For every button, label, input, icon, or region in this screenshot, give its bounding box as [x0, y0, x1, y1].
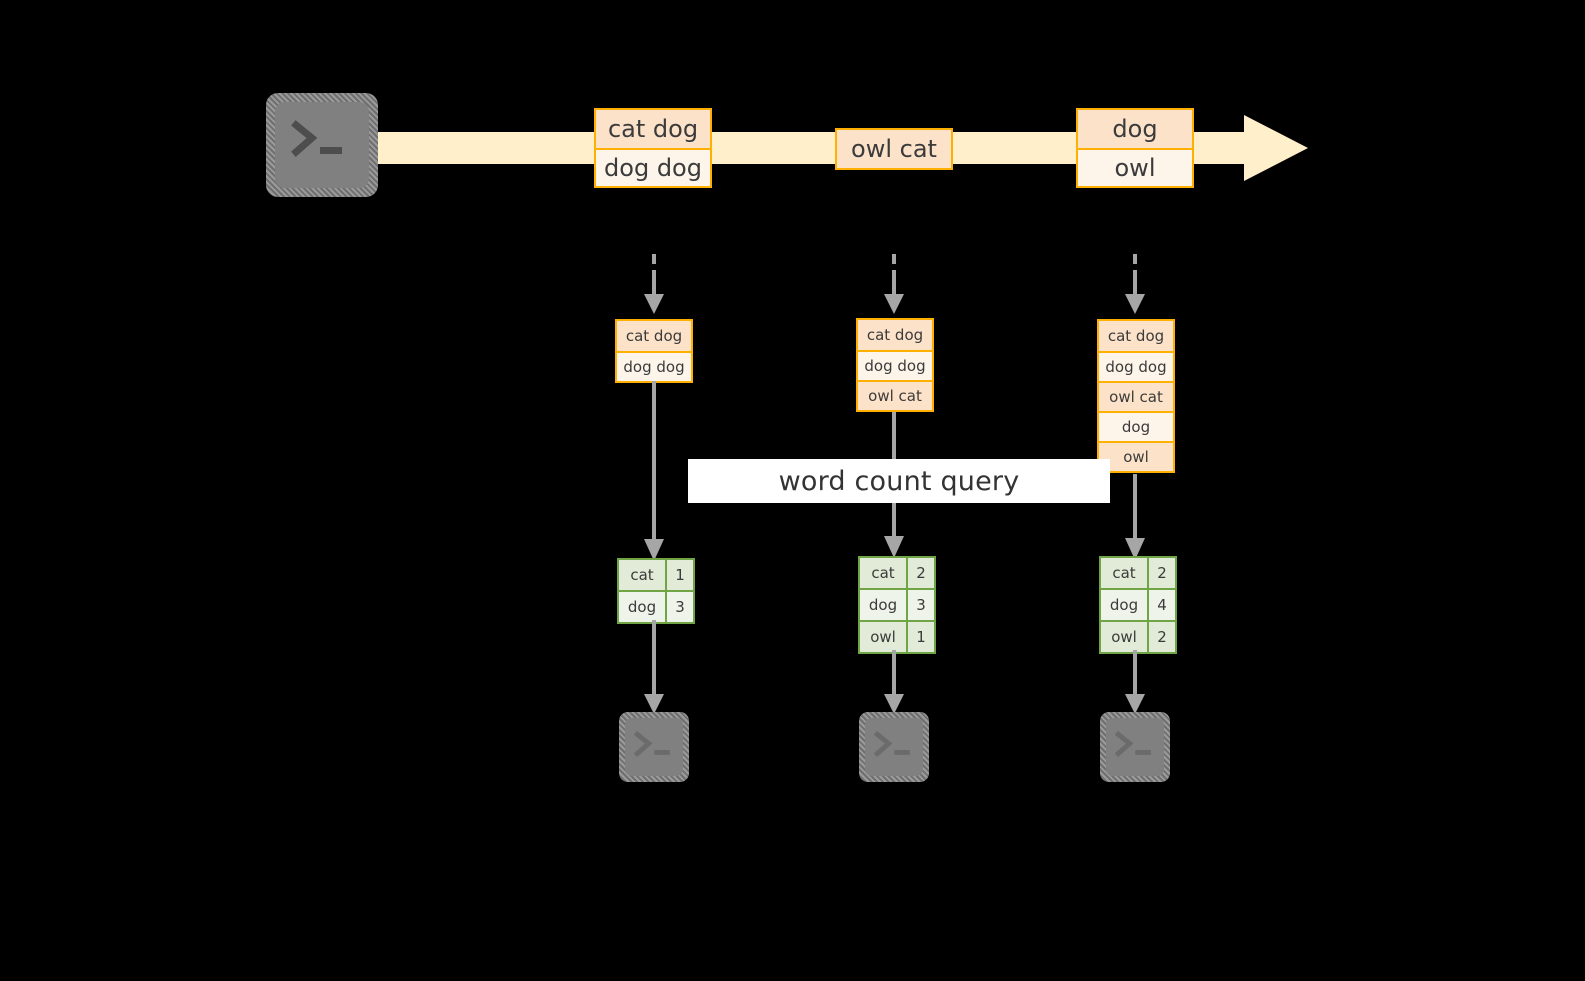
result-count-cell: 1 — [667, 560, 693, 590]
stream-record-line: dog dog — [596, 148, 710, 186]
snapshot-input-line: owl — [1099, 441, 1173, 471]
snapshot-input-line: dog dog — [1099, 351, 1173, 381]
terminal-prompt-icon — [633, 730, 670, 758]
result-count-cell: 1 — [908, 622, 934, 652]
result-count-cell: 3 — [908, 590, 934, 620]
snapshot-input-line: owl cat — [1099, 381, 1173, 411]
stream-record-line: dog — [1078, 110, 1192, 148]
result-count-cell: 2 — [908, 558, 934, 588]
result-word-cell: cat — [1101, 558, 1149, 588]
query-label: word count query — [688, 459, 1110, 503]
connector-stream-to-snapshot-1 — [638, 254, 670, 316]
result-count-cell: 4 — [1149, 590, 1175, 620]
result-count-cell: 3 — [667, 592, 693, 622]
result-count-cell: 2 — [1149, 558, 1175, 588]
result-word-cell: dog — [619, 592, 667, 622]
stream-record-line: cat dog — [596, 110, 710, 148]
query-label-text: word count query — [778, 465, 1020, 497]
snapshot-input-line: dog — [1099, 411, 1173, 441]
stream-record-2[interactable]: owl cat — [835, 128, 953, 170]
terminal-body — [865, 718, 923, 776]
producer-terminal[interactable] — [266, 93, 378, 197]
terminal-body — [1106, 718, 1164, 776]
terminal-body — [275, 102, 369, 188]
consumer-terminal-3[interactable] — [1100, 712, 1170, 782]
connector-stream-to-snapshot-2 — [878, 254, 910, 316]
connector-snapshot-3-to-result — [1119, 474, 1151, 562]
connector-stream-to-snapshot-3 — [1119, 254, 1151, 316]
snapshot-input-line: dog dog — [617, 351, 691, 381]
result-word-cell: owl — [1101, 622, 1149, 652]
stream-record-line: owl cat — [837, 130, 951, 168]
connector-result-1-to-sink — [638, 620, 670, 716]
terminal-body — [625, 718, 683, 776]
terminal-prompt-icon — [291, 120, 342, 157]
snapshot-input-line: cat dog — [858, 320, 932, 350]
result-word-cell: dog — [860, 590, 908, 620]
terminal-prompt-icon — [873, 730, 910, 758]
snapshot-input-line: cat dog — [617, 321, 691, 351]
connector-snapshot-1-to-result — [638, 381, 670, 563]
result-word-cell: cat — [619, 560, 667, 590]
consumer-terminal-2[interactable] — [859, 712, 929, 782]
consumer-terminal-1[interactable] — [619, 712, 689, 782]
stream-record-line: owl — [1078, 148, 1192, 186]
snapshot-input-line: owl cat — [858, 380, 932, 410]
snapshot-input-line: dog dog — [858, 350, 932, 380]
result-word-cell: dog — [1101, 590, 1149, 620]
terminal-prompt-icon — [1114, 730, 1151, 758]
result-word-cell: owl — [860, 622, 908, 652]
result-word-cell: cat — [860, 558, 908, 588]
snapshot-input-line: cat dog — [1099, 321, 1173, 351]
result-count-cell: 2 — [1149, 622, 1175, 652]
connector-result-3-to-sink — [1119, 650, 1151, 716]
connector-result-2-to-sink — [878, 650, 910, 716]
